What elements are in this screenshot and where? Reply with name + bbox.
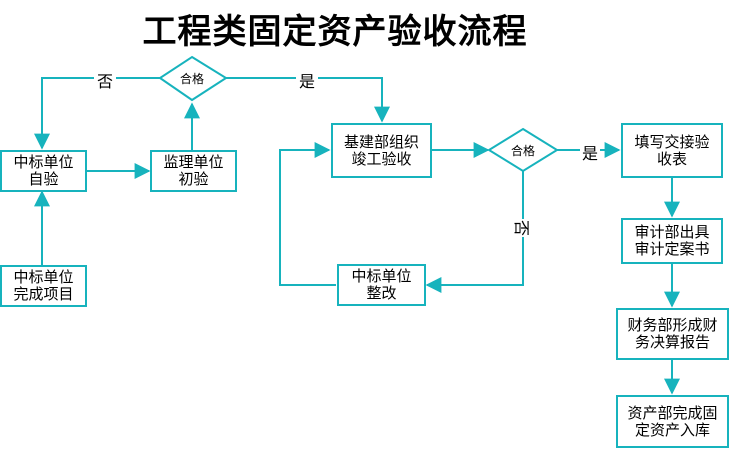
node-supervisor-initial-check: 监理单位 初验 — [150, 150, 237, 192]
page-title: 工程类固定资产验收流程 — [142, 12, 528, 52]
arrow-decision2-no — [425, 171, 524, 293]
decision-1-label: 合格 — [179, 72, 204, 86]
node-finance-settlement-report: 财务部形成财 务决算报告 — [616, 308, 729, 360]
node-bidder-rectify: 中标单位 整改 — [337, 264, 426, 306]
edge-label-no-1: 否 — [94, 68, 117, 92]
node-bidder-self-check: 中标单位 自验 — [0, 150, 87, 192]
decision-diamond-2 — [487, 127, 559, 173]
arrow-rectify-to-acceptance — [279, 142, 336, 286]
node-asset-dept-register: 资产部完成固 定资产入库 — [616, 395, 729, 448]
decision-diamond-1 — [158, 55, 228, 102]
node-bidder-complete-project: 中标单位 完成项目 — [0, 265, 87, 307]
decision-2-label: 合格 — [510, 144, 535, 158]
arrow-decision1-yes — [226, 77, 390, 123]
arrow-decision1-no — [34, 77, 160, 150]
edge-label-yes-1: 是 — [296, 68, 319, 92]
edge-label-no-2: 否 — [509, 218, 538, 238]
node-audit-report: 审计部出具 审计定案书 — [621, 218, 723, 264]
edge-label-yes-2: 是 — [580, 140, 601, 164]
node-infrastructure-acceptance: 基建部组织 竣工验收 — [331, 123, 432, 178]
node-fill-handover-form: 填写交接验 收表 — [621, 123, 723, 178]
